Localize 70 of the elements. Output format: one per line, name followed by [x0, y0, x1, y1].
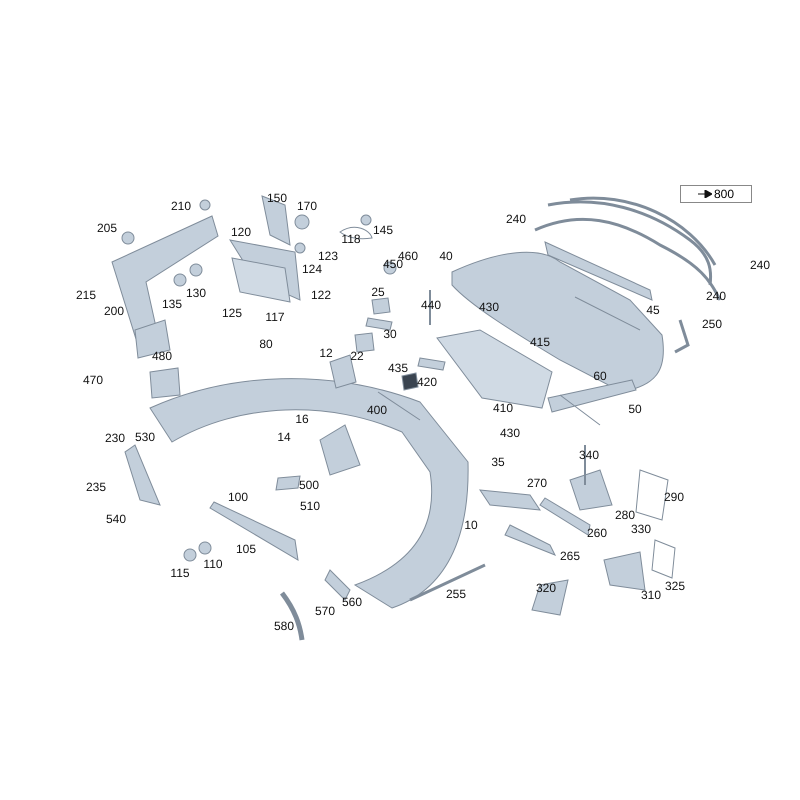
callout-number: 400 — [366, 404, 388, 416]
callout-number: 440 — [420, 299, 442, 311]
callout-number: 430 — [500, 427, 520, 439]
callout-number: 580 — [274, 620, 294, 632]
callout-number: 460 — [398, 250, 418, 262]
callout-number: 540 — [106, 513, 126, 525]
callout-number: 255 — [446, 588, 466, 600]
callout-number: 330 — [630, 523, 652, 535]
callout-number: 110 — [203, 558, 223, 570]
callout-number: 10 — [464, 519, 478, 531]
callout-number: 117 — [265, 311, 285, 323]
callout-number: 205 — [96, 222, 118, 234]
callout-number: 230 — [104, 432, 126, 444]
callout-number: 100 — [228, 491, 248, 503]
callout-number: 250 — [702, 318, 722, 330]
callout-number: 320 — [536, 582, 556, 594]
callout-number: 123 — [318, 250, 338, 262]
callout-number: 420 — [416, 376, 438, 388]
callout-number: 170 — [296, 200, 318, 212]
callout-number: 270 — [526, 477, 548, 489]
callout-number: 122 — [310, 289, 332, 301]
callout-number: 240 — [506, 213, 526, 225]
callout-number: 130 — [186, 287, 206, 299]
callout-number: 280 — [614, 509, 636, 521]
callout-number: 430 — [478, 301, 500, 313]
callout-number: 135 — [162, 298, 182, 310]
callout-number: 40 — [439, 250, 453, 262]
callout-number: 470 — [82, 374, 104, 386]
callout-number: 570 — [314, 605, 336, 617]
callout-number: 560 — [342, 596, 362, 608]
callout-number: 50 — [628, 403, 642, 415]
callout-number: 16 — [295, 413, 309, 425]
callout-number: 150 — [266, 192, 288, 204]
callout-number: 310 — [640, 589, 662, 601]
callout-number: 30 — [383, 328, 397, 340]
callout-number: 435 — [388, 362, 408, 374]
callout-number: 145 — [372, 224, 394, 236]
callout-number: 290 — [664, 491, 684, 503]
callout-number: 80 — [259, 338, 273, 350]
callout-number: 125 — [222, 307, 242, 319]
callout-number: 25 — [371, 286, 385, 298]
callout-number: 115 — [170, 567, 190, 579]
callout-number: 410 — [492, 402, 514, 414]
callout-number: 340 — [578, 449, 600, 461]
callout-number: 235 — [86, 481, 106, 493]
callout-number: 265 — [560, 550, 580, 562]
callout-number: 240 — [706, 290, 726, 302]
callout-number: 22 — [350, 350, 364, 362]
callout-number: 12 — [319, 347, 333, 359]
reference-box — [680, 185, 752, 203]
callout-number: 530 — [134, 431, 156, 443]
callout-number: 325 — [664, 580, 686, 592]
callout-number: 118 — [341, 233, 361, 245]
callout-number: 510 — [300, 500, 320, 512]
callout-number: 210 — [170, 200, 192, 212]
callout-number: 120 — [230, 226, 252, 238]
callout-number: 415 — [530, 336, 550, 348]
callout-number: 45 — [646, 304, 660, 316]
callout-number: 500 — [298, 479, 320, 491]
callout-number: 215 — [76, 289, 96, 301]
callout-number: 240 — [750, 259, 770, 271]
callout-number: 60 — [593, 370, 607, 382]
callout-number: 200 — [104, 305, 124, 317]
callout-number: 105 — [236, 543, 256, 555]
callout-number: 124 — [302, 263, 322, 275]
callout-number: 260 — [586, 527, 608, 539]
callout-number: 14 — [277, 431, 291, 443]
callout-number: 480 — [152, 350, 172, 362]
callout-number: 35 — [491, 456, 505, 468]
reference-number: 800 — [714, 188, 734, 200]
